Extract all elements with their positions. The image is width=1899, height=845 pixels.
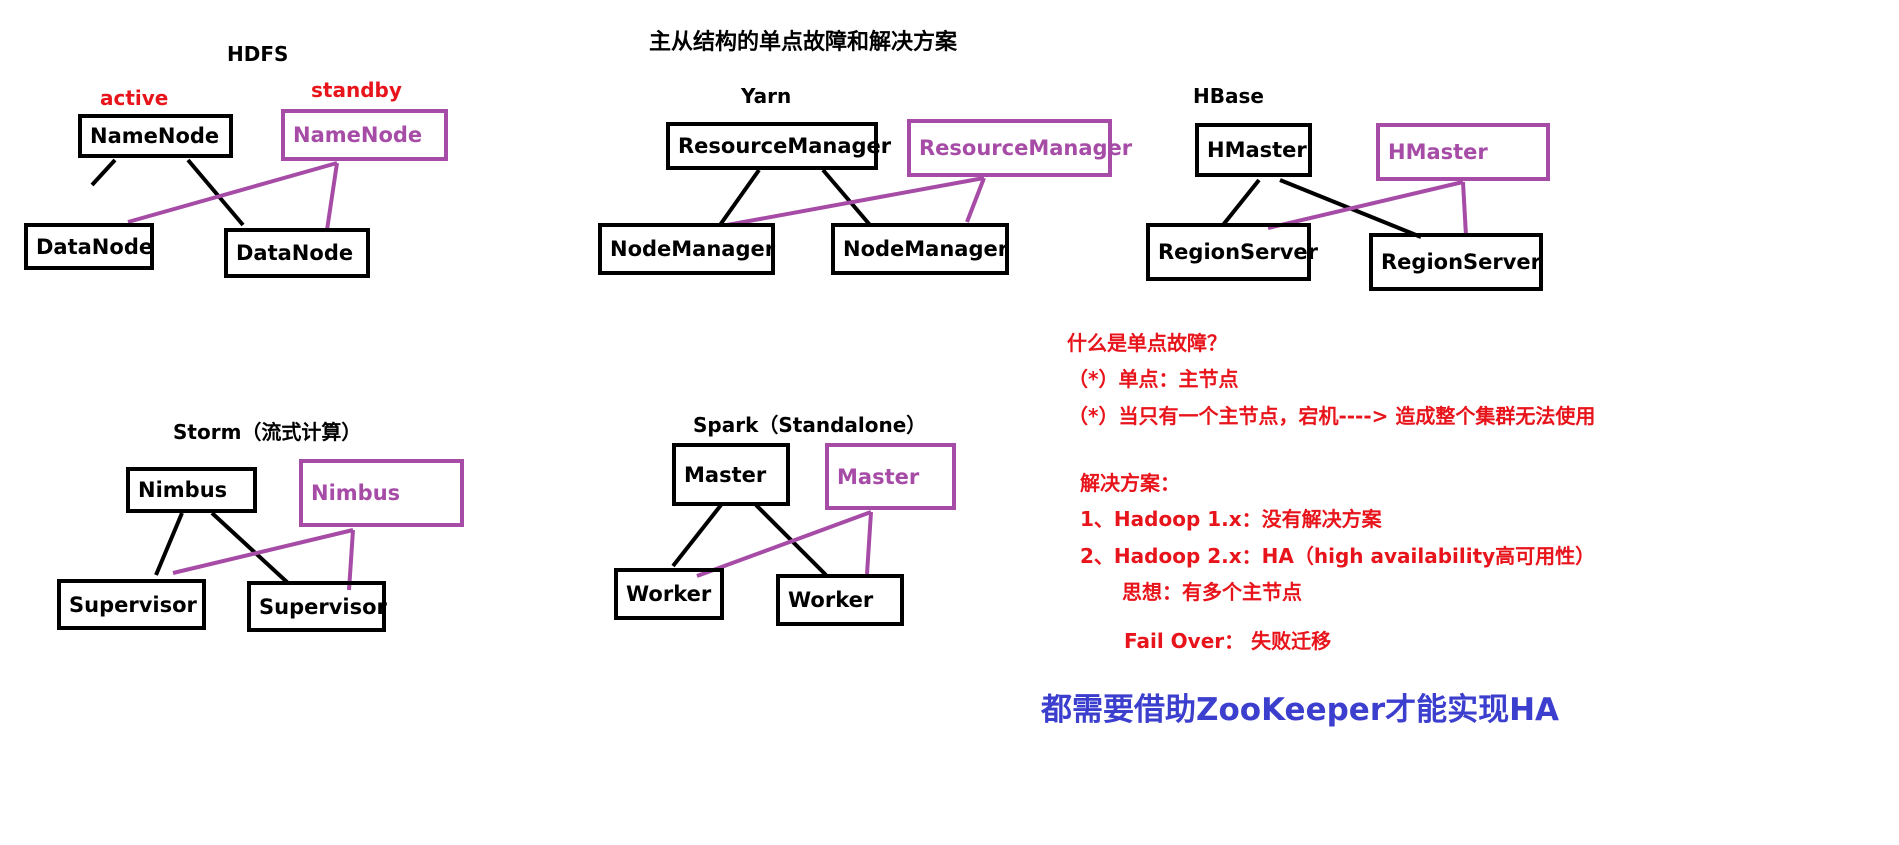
- yarn-nodemanager-1: NodeManager: [598, 223, 775, 275]
- storm-standby-nimbus: Nimbus: [299, 459, 464, 527]
- active-label: active: [100, 86, 169, 110]
- hdfs-heading: HDFS: [227, 42, 289, 66]
- storm-supervisor-1: Supervisor: [57, 579, 206, 630]
- page-title: 主从结构的单点故障和解决方案: [649, 30, 958, 55]
- hbase-regionserver-1: RegionServer: [1146, 223, 1318, 281]
- note-solution-2: 2、Hadoop 2.x：HA（high availability高可用性）: [1080, 544, 1596, 568]
- yarn-standby-resourcemanager: ResourceManager: [907, 119, 1132, 177]
- spark-worker-1: Worker: [614, 568, 724, 620]
- note-point-1: （*）单点：主节点: [1068, 367, 1239, 391]
- standby-label: standby: [311, 78, 402, 102]
- note-solution-title: 解决方案：: [1080, 471, 1180, 495]
- yarn-heading: Yarn: [741, 84, 792, 108]
- hbase-standby-hmaster: HMaster: [1376, 123, 1550, 181]
- note-question: 什么是单点故障？: [1067, 331, 1227, 355]
- spark-worker-2: Worker: [776, 574, 904, 626]
- standby-connectors: [127, 161, 1468, 591]
- storm-supervisor-2: Supervisor: [247, 581, 387, 632]
- hbase-regionserver-2: RegionServer: [1369, 233, 1543, 291]
- hdfs-standby-namenode: NameNode: [281, 109, 448, 161]
- hdfs-active-namenode: NameNode: [78, 114, 233, 158]
- note-point-2: （*）当只有一个主节点，宕机----> 造成整个集群无法使用: [1068, 404, 1596, 428]
- spark-active-master: Master: [672, 443, 790, 506]
- yarn-active-resourcemanager: ResourceManager: [666, 122, 891, 170]
- hdfs-datanode-1: DataNode: [24, 223, 154, 270]
- storm-active-nimbus: Nimbus: [126, 467, 257, 513]
- hbase-heading: HBase: [1193, 84, 1264, 108]
- storm-heading: Storm（流式计算）: [173, 420, 362, 444]
- hdfs-datanode-2: DataNode: [224, 228, 370, 278]
- hbase-active-hmaster: HMaster: [1195, 123, 1312, 177]
- note-solution-1: 1、Hadoop 1.x：没有解决方案: [1080, 507, 1382, 531]
- conclusion-text: 都需要借助ZooKeeper才能实现HA: [1041, 692, 1560, 728]
- spark-standby-master: Master: [825, 443, 956, 510]
- yarn-nodemanager-2: NodeManager: [831, 223, 1009, 275]
- note-idea: 思想：有多个主节点: [1122, 580, 1302, 604]
- note-failover: Fail Over： 失败迁移: [1124, 629, 1332, 653]
- spark-heading: Spark（Standalone）: [693, 413, 927, 437]
